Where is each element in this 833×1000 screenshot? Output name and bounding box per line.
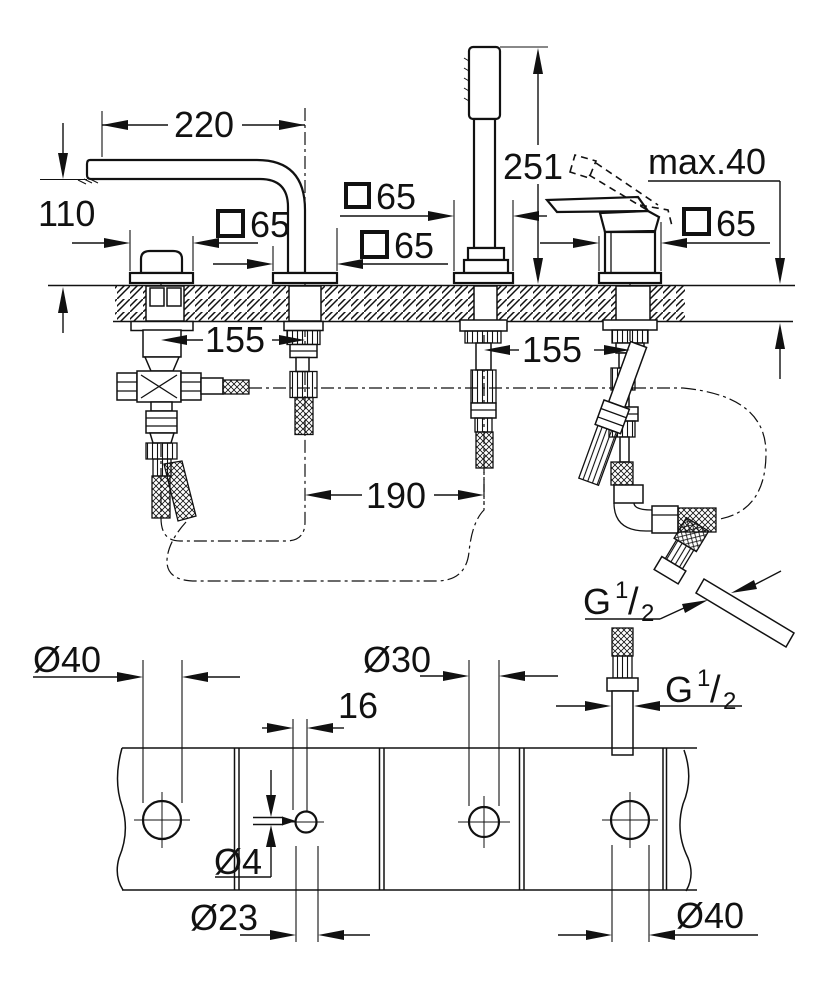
dimensions-plan: Ø40 Ø30 16 (33, 639, 758, 942)
escutcheon-4 (597, 271, 663, 285)
hand-shower-handle (472, 117, 497, 250)
svg-text:190: 190 (366, 475, 426, 516)
svg-text:65: 65 (376, 176, 416, 217)
escutcheon-2 (271, 271, 339, 285)
dim-hole3: Ø30 (363, 639, 558, 806)
connection-hose-g12 (694, 577, 796, 649)
deck-shank-4 (615, 285, 651, 322)
deck-cross-section (48, 284, 795, 323)
svg-text:220: 220 (174, 104, 234, 145)
spout (85, 158, 307, 275)
drill-holes (134, 792, 658, 848)
lever-blade (544, 195, 651, 214)
plan-view: Ø40 Ø30 16 (33, 639, 758, 942)
front-view: 220 110 65 (38, 45, 796, 756)
bath-spout-unit (77, 158, 339, 436)
hose-loop-right (682, 387, 767, 520)
dim-escutcheon-4: 65 (540, 203, 770, 271)
dim-max-deck-thickness: max.40 (648, 141, 785, 379)
lever-wedge (598, 209, 661, 234)
break-line-left (116, 747, 127, 891)
dim-spout-reach: 220 (101, 104, 305, 157)
hand-shower-unit (452, 45, 515, 469)
supply-hose-2 (163, 460, 197, 522)
loose-connection-hose (606, 627, 639, 756)
svg-text:Ø4: Ø4 (214, 841, 262, 882)
spout-connector-hose (294, 396, 314, 436)
svg-text:16: 16 (338, 685, 378, 726)
svg-text:251: 251 (503, 146, 563, 187)
dim-thread-bottom: G 1 / 2 (556, 665, 742, 715)
dim-escutcheon-3: 65 (340, 176, 547, 271)
panel-joints (233, 748, 525, 890)
lever-raised-position (569, 154, 673, 227)
dim-escutcheon-1: 65 (72, 204, 290, 271)
svg-text:Ø30: Ø30 (363, 639, 431, 680)
svg-text:155: 155 (205, 319, 265, 360)
supply-hose-1 (151, 475, 171, 519)
dim-spacing-1-2: 155 (161, 319, 305, 360)
lever-mixer-unit (544, 154, 796, 649)
svg-text:65: 65 (716, 203, 756, 244)
svg-text:Ø40: Ø40 (33, 639, 101, 680)
dim-escutcheon-2: 65 (213, 225, 448, 271)
hand-shower-head (467, 45, 502, 121)
svg-text:max.40: max.40 (648, 141, 766, 182)
side-outlet-knurl (222, 379, 250, 395)
svg-text:155: 155 (522, 329, 582, 370)
mixer-body (603, 230, 657, 275)
svg-text:65: 65 (394, 225, 434, 266)
deck-shank-2 (288, 285, 322, 322)
dim-spout-height: 110 (38, 123, 95, 333)
diverter-knob (139, 249, 184, 275)
square-symbol-1 (216, 209, 245, 238)
svg-text:G 1 /: G 1 / 2 (583, 577, 654, 627)
deck-panel (116, 747, 697, 892)
hose-loop-inner (160, 434, 306, 542)
dim-shower-height: 251 (500, 46, 563, 284)
svg-text:Ø23: Ø23 (190, 897, 258, 938)
mixer-hose-lower (653, 516, 710, 585)
hose-loop-outer (166, 468, 485, 582)
svg-text:110: 110 (38, 193, 95, 234)
shower-connector-hose (475, 431, 494, 469)
dim-hole4: Ø40 (558, 845, 758, 942)
square-symbol-4 (682, 207, 711, 236)
dimensions-front: 220 110 65 (38, 46, 785, 715)
deck-shank-3 (473, 285, 498, 322)
dim-hole1: Ø40 (33, 639, 240, 803)
break-line-right (679, 749, 692, 892)
square-symbol-3 (344, 182, 371, 209)
dim-pin-offset: 16 (262, 685, 378, 812)
dim-pin: Ø4 (214, 770, 296, 882)
svg-text:65: 65 (250, 204, 290, 245)
escutcheon-3 (452, 271, 515, 285)
dim-spacing-2-3: 190 (305, 475, 484, 516)
dim-thread-top: G 1 / 2 (583, 570, 782, 627)
mixer-supply-hose (577, 340, 648, 487)
square-symbol-2 (360, 230, 389, 259)
diverter-handle-unit (116, 249, 250, 522)
dim-spacing-3-4: 155 (484, 329, 630, 370)
svg-text:G 1 /: G 1 / 2 (665, 665, 736, 715)
svg-text:Ø40: Ø40 (676, 895, 744, 936)
dim-hole2: Ø23 (190, 846, 370, 942)
shower-hose-coupler (651, 505, 679, 534)
escutcheon-1 (128, 271, 195, 285)
